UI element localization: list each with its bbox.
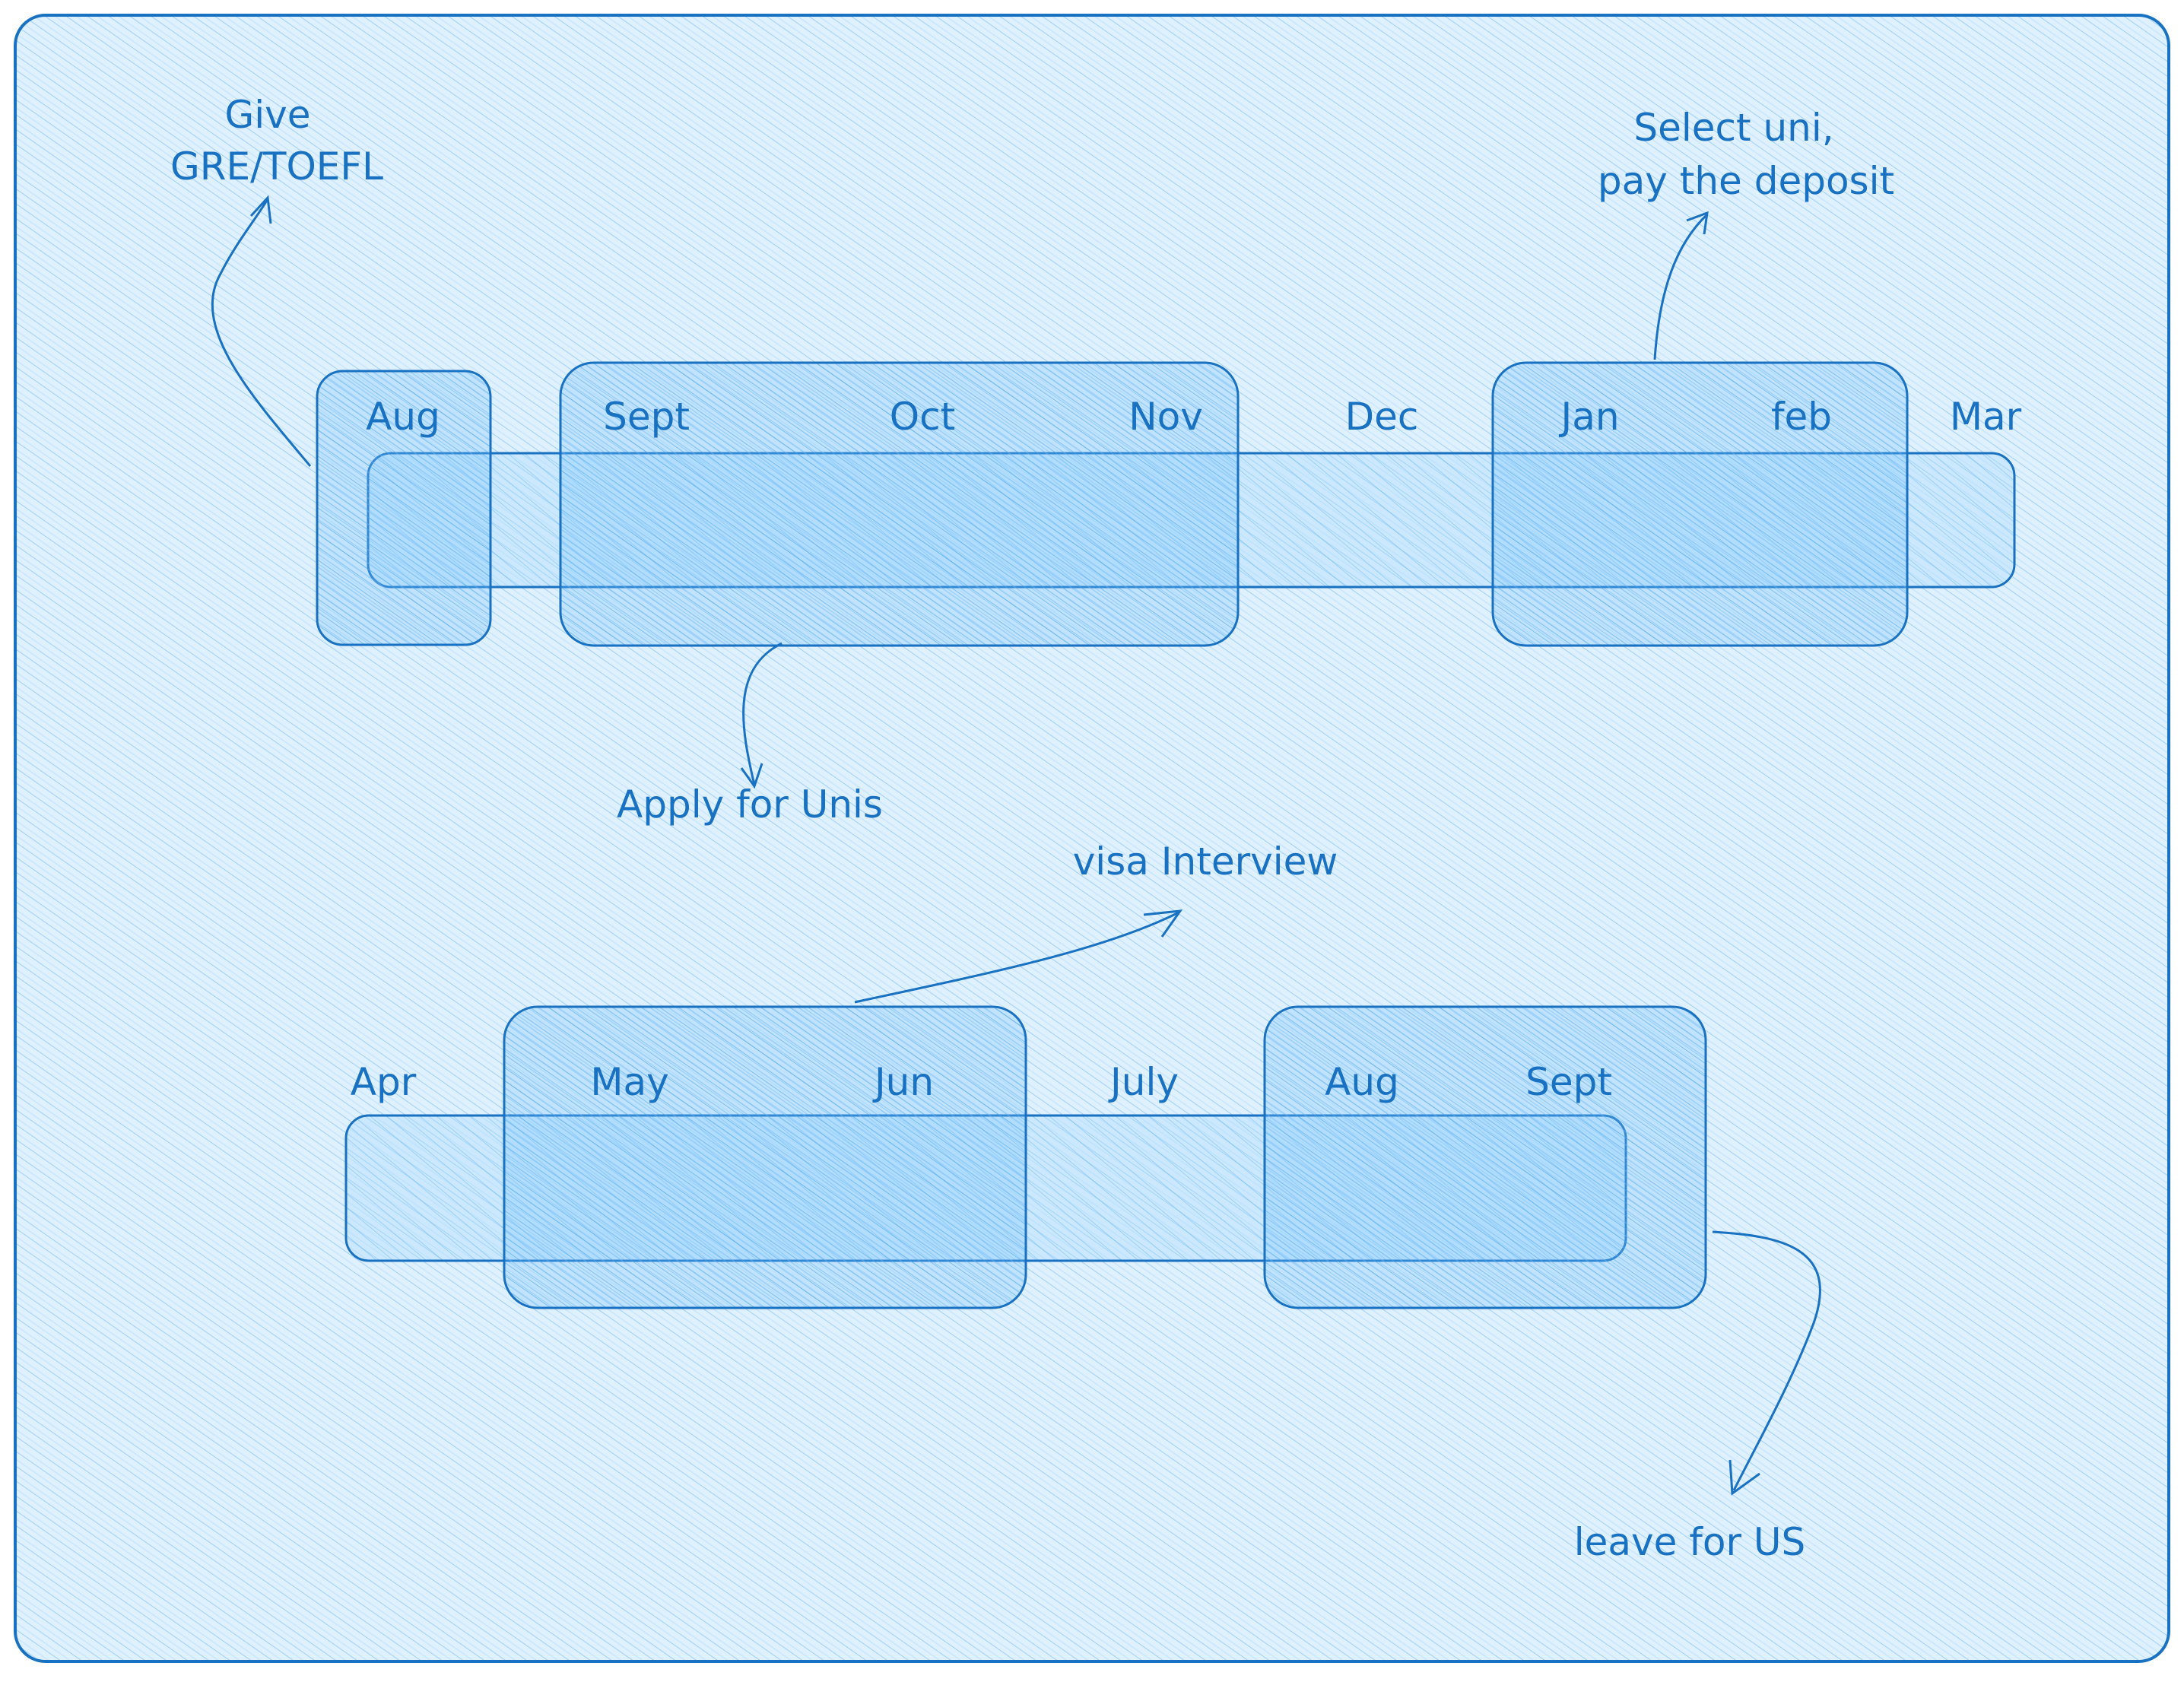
month-label-mar: Mar	[1950, 395, 2022, 439]
month-label-jun: Jun	[872, 1060, 934, 1104]
timeline-1: Aug Sept Oct Nov Dec Jan feb Mar Give GR…	[170, 93, 2022, 827]
note-give: Give	[225, 93, 311, 137]
note-select-uni: Select uni,	[1633, 106, 1833, 150]
arrow-visa	[854, 911, 1179, 1004]
arrow-apply-head	[740, 763, 763, 789]
arrow-visa-head	[1143, 909, 1183, 938]
month-label-feb: feb	[1771, 395, 1832, 439]
note-pay-deposit: pay the deposit	[1598, 159, 1894, 203]
visa-period-box	[503, 1005, 1027, 1309]
arrow-gre-head	[249, 195, 272, 224]
month-label-apr: Apr	[351, 1060, 417, 1104]
selection-period-box	[1491, 361, 1909, 647]
arrow-apply	[742, 642, 782, 785]
note-leave-for-us: leave for US	[1574, 1520, 1806, 1564]
aug-period-box	[316, 370, 492, 646]
month-label-aug-2: Aug	[1325, 1060, 1399, 1104]
month-label-sept: Sept	[603, 395, 690, 439]
arrow-select	[1653, 213, 1709, 360]
month-label-may: May	[590, 1060, 668, 1104]
note-gre-toefl: GRE/TOEFL	[170, 144, 383, 189]
arrow-leave-head	[1728, 1459, 1760, 1496]
arrow-gre	[211, 198, 312, 467]
outer-frame	[14, 14, 2170, 1663]
month-label-aug: Aug	[366, 395, 440, 439]
month-label-jan: Jan	[1558, 395, 1619, 439]
month-label-nov: Nov	[1129, 395, 1203, 439]
application-period-box	[559, 361, 1240, 647]
month-label-july: July	[1108, 1060, 1179, 1104]
arrow-leave	[1712, 1230, 1821, 1491]
timeline-2: Apr May Jun July Aug Sept visa Interview…	[344, 839, 1821, 1564]
note-apply: Apply for Unis	[617, 782, 883, 827]
arrow-select-head	[1686, 211, 1709, 235]
month-label-dec: Dec	[1345, 395, 1419, 439]
departure-period-box	[1263, 1005, 1707, 1309]
note-visa-interview: visa Interview	[1073, 839, 1338, 884]
month-label-sept-2: Sept	[1525, 1060, 1612, 1104]
month-label-oct: Oct	[890, 395, 955, 439]
